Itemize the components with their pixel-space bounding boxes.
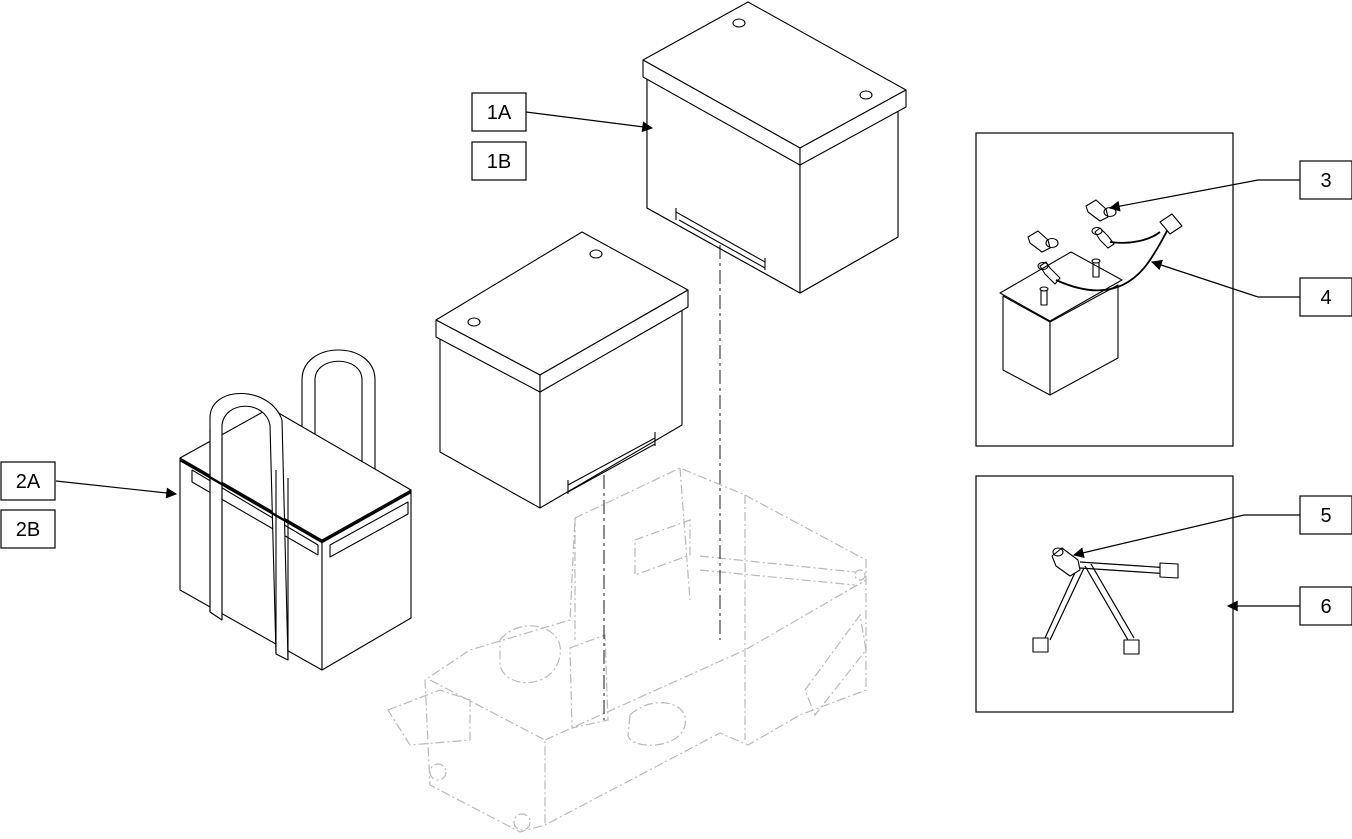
leader-lines	[55, 111, 1300, 612]
callout-6-label: 6	[1320, 596, 1331, 618]
battery-1-box	[642, 1, 907, 294]
callout-5: 5	[1299, 495, 1352, 535]
callout-1a-label: 1A	[487, 102, 512, 124]
callout-1b-label: 1B	[487, 151, 511, 173]
detail-panel-terminals	[975, 132, 1234, 447]
detail-panel-wiring-harness	[975, 475, 1234, 713]
battery-2-box-closed	[435, 231, 689, 509]
callout-3-label: 3	[1320, 170, 1331, 192]
chassis-frame-outline	[387, 467, 867, 833]
callout-2a: 2A	[0, 461, 56, 501]
battery-bag-with-handles	[179, 349, 412, 671]
callout-1b: 1B	[471, 141, 527, 181]
callout-2b: 2B	[0, 509, 56, 549]
callout-1a: 1A	[471, 92, 527, 132]
callout-4-label: 4	[1320, 287, 1331, 309]
callout-6: 6	[1299, 586, 1352, 626]
callout-2b-label: 2B	[16, 519, 40, 541]
callout-4: 4	[1299, 277, 1352, 317]
callout-2a-label: 2A	[16, 471, 41, 493]
callout-3: 3	[1299, 160, 1352, 200]
callout-5-label: 5	[1320, 505, 1331, 527]
assembly-centerlines	[603, 245, 721, 720]
